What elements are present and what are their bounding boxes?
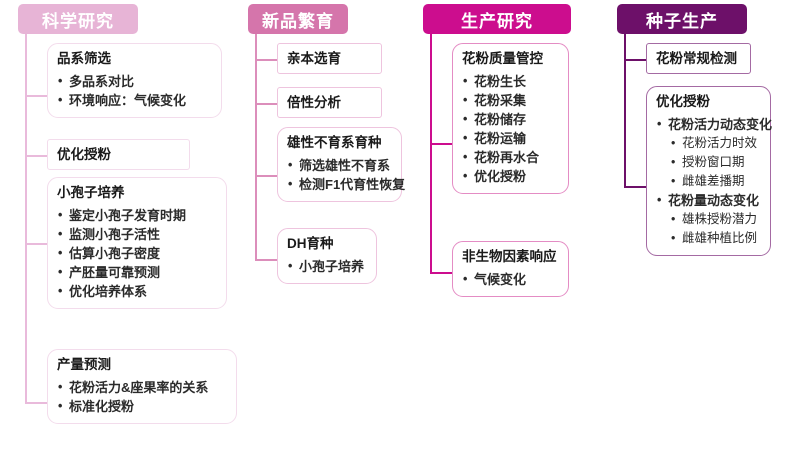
card-items: 鉴定小孢子发育时期 监测小孢子活性 估算小孢子密度 产胚量可靠预测 优化培养体系 [57,206,217,301]
card-items: 花粉活力动态变化 花粉活力时效 授粉窗口期 雌雄差播期 花粉量动态变化 雄株授粉… [656,115,772,248]
list-item: 多品系对比 [57,72,212,91]
list-item: 优化授粉 [462,167,559,186]
card-title: 小孢子培养 [57,185,125,200]
card-title: 优化授粉 [57,147,111,162]
card-xiongxing-buyu-yuzhong[interactable]: 雄性不育系育种 筛选雄性不育系 检测F1代育性恢复 [277,127,405,202]
card-title: DH育种 [287,236,334,251]
list-item: 检测F1代育性恢复 [287,175,405,194]
list-item: 雌雄差播期 [656,172,761,191]
card-title: 倍性分析 [287,95,341,110]
branch-line-col1-2 [25,155,47,157]
card-title: 花粉质量管控 [462,51,543,66]
card-items: 多品系对比 环境响应：气候变化 [57,72,212,110]
column-header-new-variety-breeding[interactable]: 新品繁育 [248,4,348,34]
list-item: 估算小孢子密度 [57,244,217,263]
card-items: 气候变化 [462,270,559,289]
list-item: 授粉窗口期 [656,153,761,172]
list-item: 雌雄种植比例 [656,229,761,248]
trunk-line-col3 [430,34,432,274]
list-item: 花粉活力&座果率的关系 [57,378,227,397]
card-beixing-fenxi[interactable]: 倍性分析 [277,87,382,118]
card-xiaobaozi-peiyang[interactable]: 小孢子培养 鉴定小孢子发育时期 监测小孢子活性 估算小孢子密度 产胚量可靠预测 … [47,177,227,309]
branch-line-col1-1 [25,95,47,97]
card-title: 品系筛选 [57,51,111,66]
list-item: 花粉量动态变化 [656,191,761,210]
card-pinxi-shaixuan[interactable]: 品系筛选 多品系对比 环境响应：气候变化 [47,43,222,118]
list-item: 花粉活力时效 [656,134,761,153]
list-item: 花粉运输 [462,129,559,148]
card-youhua-shoufen-col4[interactable]: 优化授粉 花粉活力动态变化 花粉活力时效 授粉窗口期 雌雄差播期 花粉量动态变化… [646,86,772,256]
card-huafen-zhiliang-guankong[interactable]: 花粉质量管控 花粉生长 花粉采集 花粉储存 花粉运输 花粉再水合 优化授粉 [452,43,569,194]
column-header-production-research[interactable]: 生产研究 [423,4,571,34]
card-title: 花粉常规检测 [656,51,737,66]
card-qinben-xuanyu[interactable]: 亲本选育 [277,43,382,74]
column-header-seed-production[interactable]: 种子生产 [617,4,747,34]
card-huafen-changgui-jiance[interactable]: 花粉常规检测 [646,43,751,74]
branch-line-col2-1 [255,59,277,61]
list-item: 筛选雄性不育系 [287,156,392,175]
branch-line-col1-4 [25,402,47,404]
card-feishengwu-yinsu-xiangying[interactable]: 非生物因素响应 气候变化 [452,241,569,297]
card-title: 非生物因素响应 [462,249,557,264]
trunk-line-col4 [624,34,626,188]
branch-line-col1-3 [25,243,47,245]
list-item: 雄株授粉潜力 [656,210,761,229]
list-item: 监测小孢子活性 [57,225,217,244]
branch-line-col4-2 [624,186,646,188]
card-title: 亲本选育 [287,51,341,66]
list-item: 花粉储存 [462,110,559,129]
list-item: 花粉采集 [462,91,559,110]
list-item: 小孢子培养 [287,257,367,276]
trunk-line-col2 [255,34,257,261]
card-dh-yuzhong[interactable]: DH育种 小孢子培养 [277,228,377,284]
branch-line-col3-2 [430,272,452,274]
card-items: 小孢子培养 [287,257,367,276]
list-item: 花粉再水合 [462,148,559,167]
list-item: 环境响应：气候变化 [57,91,212,110]
list-item: 鉴定小孢子发育时期 [57,206,217,225]
card-title: 产量预测 [57,357,111,372]
branch-line-col2-4 [255,259,277,261]
list-item: 花粉活力动态变化 [656,115,772,134]
branch-line-col4-1 [624,59,646,61]
trunk-line-col1 [25,34,27,404]
branch-line-col3-1 [430,143,452,145]
list-item: 优化培养体系 [57,282,217,301]
branch-line-col2-2 [255,103,277,105]
list-item: 产胚量可靠预测 [57,263,217,282]
card-items: 花粉活力&座果率的关系 标准化授粉 [57,378,227,416]
card-items: 筛选雄性不育系 检测F1代育性恢复 [287,156,405,194]
list-item: 花粉生长 [462,72,559,91]
branch-line-col2-3 [255,175,277,177]
card-title: 雄性不育系育种 [287,135,382,150]
card-items: 花粉生长 花粉采集 花粉储存 花粉运输 花粉再水合 优化授粉 [462,72,559,186]
list-item: 标准化授粉 [57,397,227,416]
list-item: 气候变化 [462,270,559,289]
column-header-science-research[interactable]: 科学研究 [18,4,138,34]
card-youhua-shoufen-col1[interactable]: 优化授粉 [47,139,190,170]
card-title: 优化授粉 [656,94,710,109]
card-chanliang-yuce[interactable]: 产量预测 花粉活力&座果率的关系 标准化授粉 [47,349,237,424]
